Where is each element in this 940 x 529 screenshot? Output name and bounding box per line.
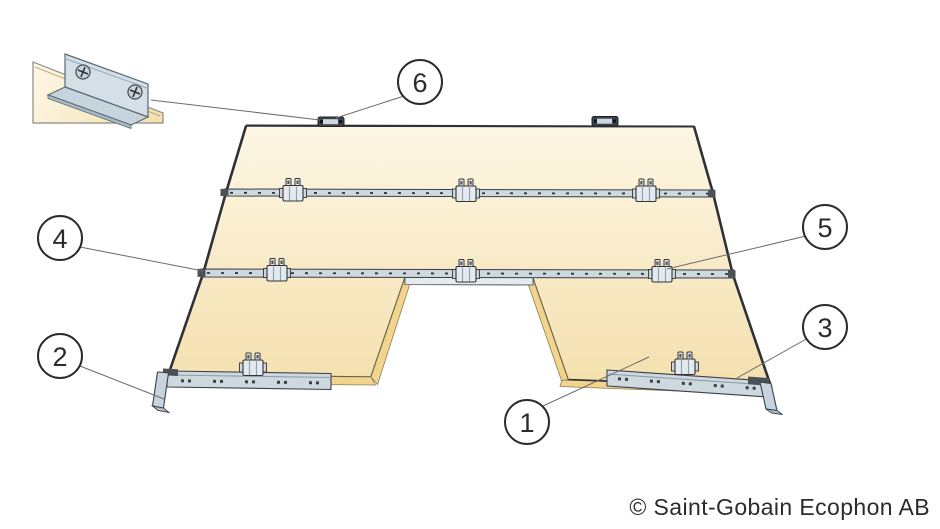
callout-1: 1 (504, 399, 550, 445)
leader-line-2 (79, 365, 165, 400)
wall-bracket-detail-inset (32, 53, 164, 130)
panel-assembly (166, 124, 773, 395)
callout-4-label: 4 (52, 224, 67, 254)
assembly-left-edge (166, 125, 248, 376)
leader-line-4 (79, 246, 204, 272)
rail-row-1 (220, 177, 716, 203)
callout-2-label: 2 (52, 342, 67, 372)
callout-3-label: 3 (817, 313, 832, 343)
end-bracket-left (150, 371, 171, 414)
leader-line-inset (150, 99, 321, 121)
bracket-flange-lip (47, 94, 132, 130)
rail-row-2 (197, 257, 736, 286)
leader-line-1 (542, 356, 650, 407)
leader-lines (79, 95, 809, 407)
callout-6-label: 6 (412, 68, 427, 98)
callout-5: 5 (802, 204, 848, 250)
callout-5-label: 5 (817, 213, 832, 243)
rail-2-end-cap (197, 268, 206, 278)
rail-bottom-left (150, 352, 332, 414)
rail-br-top-line (606, 373, 769, 386)
rail-bottom-right (606, 351, 783, 415)
callout-3: 3 (802, 304, 848, 350)
detail-wall-bracket (46, 53, 150, 130)
leader-line-5 (666, 235, 807, 270)
bracket-fold-line (64, 57, 149, 90)
screw-icon (75, 64, 91, 80)
callout-6: 6 (397, 59, 443, 105)
rail-2-slots (206, 272, 729, 275)
panel-bottom-right (530, 274, 773, 388)
callout-4: 4 (37, 215, 83, 261)
assembly-right-edge (692, 126, 773, 389)
leader-line-6 (335, 95, 405, 119)
rail-2-end-cap (728, 269, 736, 279)
rail-1-end-cap (708, 189, 716, 198)
screw-icon (127, 84, 143, 100)
end-bracket-right (759, 381, 783, 415)
callouts: 6 4 5 3 2 1 (37, 59, 848, 445)
assembly-top-edge (245, 124, 695, 128)
edge-clip (591, 116, 619, 127)
leader-line-3 (736, 337, 809, 379)
edge-clip (317, 116, 345, 127)
rail-bl-holes (180, 379, 327, 385)
rail-bl-top-line (166, 374, 332, 379)
callout-1-label: 1 (519, 408, 534, 438)
rail-1-end-cap (220, 188, 229, 197)
callout-2: 2 (37, 333, 83, 379)
copyright-text: © Saint-Gobain Ecophon AB (629, 494, 930, 520)
panel-bottom-left (166, 273, 408, 378)
